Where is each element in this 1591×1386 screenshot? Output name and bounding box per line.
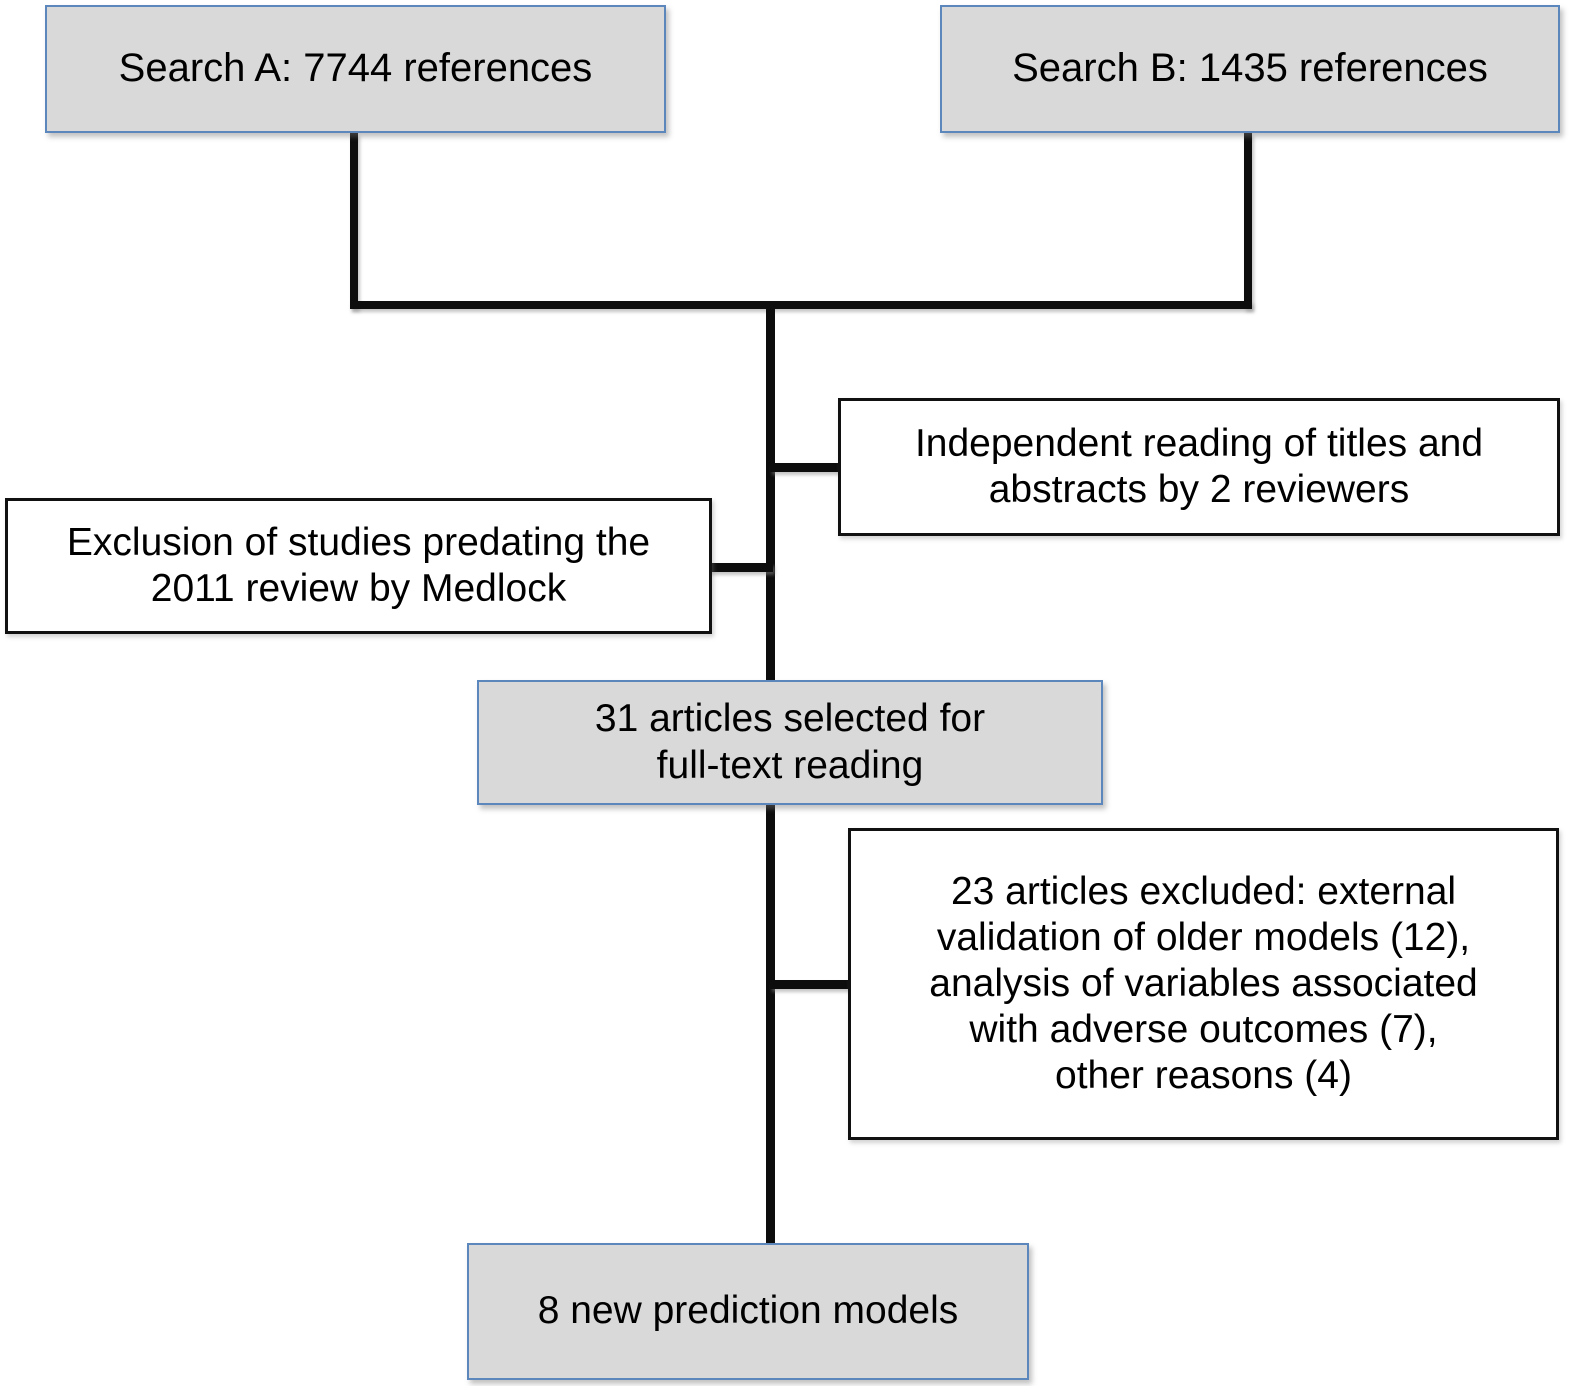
- node-articles-excluded[interactable]: 23 articles excluded: external validatio…: [848, 828, 1559, 1140]
- node-search-b[interactable]: Search B: 1435 references: [940, 5, 1560, 133]
- connector-search-b-down: [1244, 133, 1252, 309]
- connector-stub-independent-reading: [770, 463, 840, 472]
- connector-stub-exclusion: [708, 563, 773, 572]
- connector-stub-excluded: [770, 980, 852, 989]
- node-independent-reading[interactable]: Independent reading of titles and abstra…: [838, 398, 1560, 536]
- connector-spine-upper: [766, 305, 775, 685]
- node-articles-selected[interactable]: 31 articles selected for full-text readi…: [477, 680, 1103, 805]
- node-new-prediction-models[interactable]: 8 new prediction models: [467, 1243, 1029, 1380]
- connector-merge-bar: [350, 301, 1252, 309]
- connector-spine-lower: [766, 805, 775, 1245]
- connector-search-a-down: [350, 133, 358, 309]
- node-exclusion-predating[interactable]: Exclusion of studies predating the 2011 …: [5, 498, 712, 634]
- node-search-a[interactable]: Search A: 7744 references: [45, 5, 666, 133]
